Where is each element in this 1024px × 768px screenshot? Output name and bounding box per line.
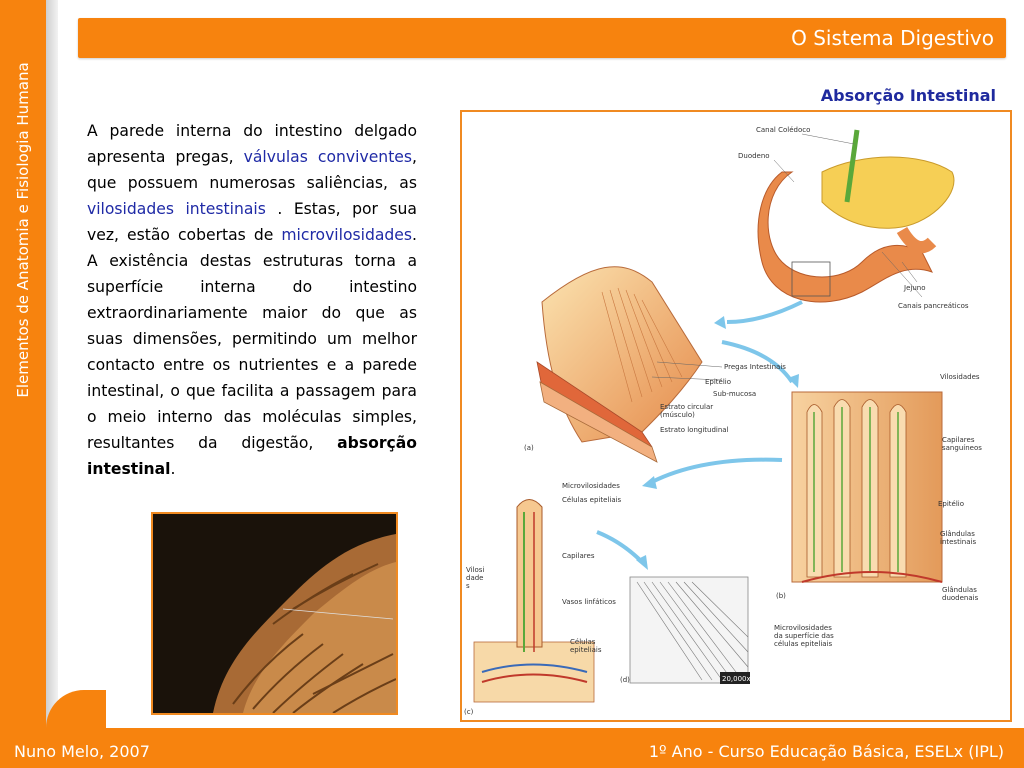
arrow-2-head (788, 374, 799, 388)
section-subtitle: Absorção Intestinal (820, 86, 996, 105)
title-bar: O Sistema Digestivo (78, 18, 1006, 58)
label-capilares-2: sanguíneos (942, 444, 982, 452)
label-epitelio: Epitélio (705, 378, 731, 386)
term-valvulas: válvulas conviventes (243, 148, 413, 166)
body-text-5: . (170, 460, 176, 478)
term-microvilosidades: microvilosidades (281, 226, 413, 244)
body-text-3: . Estas, por sua vez, estão cobertas de (87, 200, 417, 244)
footer-bar (0, 728, 1024, 768)
anatomy-figure-svg: Canal Colédoco Duodeno Jejuno Canais pan… (464, 126, 982, 716)
label-estrato-circular: Estrato circular (660, 403, 713, 411)
label-celulas-c2-2: epiteliais (570, 646, 602, 654)
label-sub-mucosa: Sub-mucosa (713, 390, 756, 398)
term-absorcao: absorção intestinal (87, 434, 417, 478)
label-celulas-c2-1: Células (570, 638, 596, 646)
villi-illustration (791, 391, 943, 583)
body-text-2: , que possuem numerosas saliências, as (87, 148, 417, 192)
intestine-photo (151, 512, 398, 715)
intestine-wall-illustration (536, 266, 723, 463)
label-glandulas-int-1: Glândulas (940, 530, 975, 538)
body-text-4: . A existência destas estruturas torna a… (87, 226, 417, 452)
arrow-2 (721, 340, 794, 384)
arrow-4 (596, 530, 644, 564)
label-musculo: (músculo) (660, 411, 695, 419)
label-vilosidades: Vilosidades (940, 373, 980, 381)
term-vilosidades: vilosidades intestinais (87, 200, 266, 218)
label-pregas-intestinais: Pregas Intestinais (724, 363, 786, 371)
sidebar-vertical-title: Elementos de Anatomia e Fisiologia Human… (14, 62, 32, 398)
label-micro-sup-1: Microvilosidades (774, 624, 832, 632)
sidebar-band (0, 0, 46, 728)
micrograph-illustration (629, 576, 750, 684)
label-canal-coledoco: Canal Colédoco (756, 126, 810, 134)
body-text-1: A parede interna do intestino delgado ap… (87, 122, 417, 166)
label-celulas-epiteliais-c: Células epiteliais (562, 496, 622, 504)
label-tag-d: (d) (620, 676, 630, 684)
label-jejuno: Jejuno (903, 284, 925, 292)
arrow-3-head (642, 476, 657, 489)
page-title: O Sistema Digestivo (791, 26, 994, 50)
label-vilosidades-c-1: Vilosi (466, 566, 484, 574)
sidebar-curve (46, 0, 58, 728)
label-tag-b: (b) (776, 592, 786, 600)
label-canais-pancreaticos: Canais pancreáticos (898, 302, 969, 310)
footer-course: 1º Ano - Curso Educação Básica, ESELx (I… (648, 742, 1004, 761)
label-glandulas-duo-1: Glândulas (942, 586, 977, 594)
arrow-3 (651, 457, 783, 484)
label-vasos-linfaticos: Vasos linfáticos (562, 598, 616, 606)
label-micro-sup-2: da superfície das (774, 632, 834, 640)
label-vilosidades-c-3: s (466, 582, 470, 590)
label-capilares-1: Capilares (942, 436, 975, 444)
single-villus-illustration (473, 499, 595, 703)
label-estrato-longitudinal: Estrato longitudinal (660, 426, 729, 434)
intestine-photo-svg (153, 514, 396, 713)
label-magnification: 20,000x (722, 675, 751, 683)
label-glandulas-duo-2: duodenais (942, 594, 979, 602)
label-micro-sup-3: células epiteliais (774, 640, 833, 648)
label-capilares-c: Capilares (562, 552, 595, 560)
body-paragraph: A parede interna do intestino delgado ap… (87, 118, 417, 482)
label-tag-c: (c) (464, 708, 474, 716)
label-vilosidades-c-2: dade (466, 574, 483, 582)
label-epitelio-b: Epitélio (938, 500, 964, 508)
label-microvilosidades-c: Microvilosidades (562, 482, 620, 490)
anatomy-figure: Canal Colédoco Duodeno Jejuno Canais pan… (460, 110, 1012, 722)
arrow-1-head (714, 316, 726, 329)
footer-author: Nuno Melo, 2007 (14, 742, 150, 761)
arrow-1 (726, 300, 803, 324)
label-duodeno: Duodeno (738, 152, 770, 160)
label-glandulas-int-2: intestinais (940, 538, 976, 546)
label-tag-a: (a) (524, 444, 534, 452)
duodenum-illustration (757, 129, 955, 303)
arrow-4-head (636, 555, 648, 570)
